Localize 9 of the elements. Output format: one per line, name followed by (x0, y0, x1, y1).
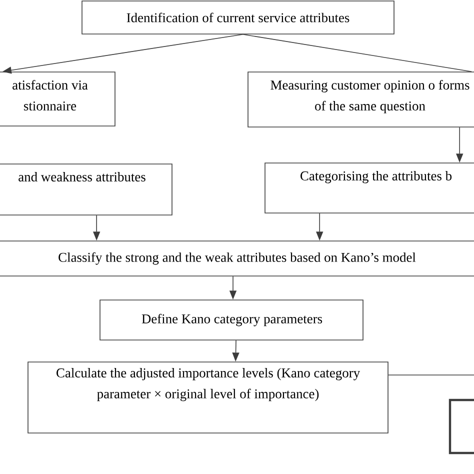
process-box: Categorising the attributes b (264, 162, 474, 214)
process-box: Define Kano category parameters (100, 300, 364, 340)
empty-box (448, 398, 474, 454)
process-box: atisfaction via stionnaire (0, 72, 116, 126)
process-box: Identification of current service attributes (82, 0, 394, 34)
process-box: Calculate the adjusted importance levels (Kano category parameter × original level of importance) (28, 362, 388, 434)
process-box: and weakness attributes (0, 164, 172, 216)
process-box: Classify the strong and the weak attributes based on Kano’s model (0, 240, 474, 276)
process-box: Measuring customer opinion o forms of the same question (248, 72, 474, 128)
